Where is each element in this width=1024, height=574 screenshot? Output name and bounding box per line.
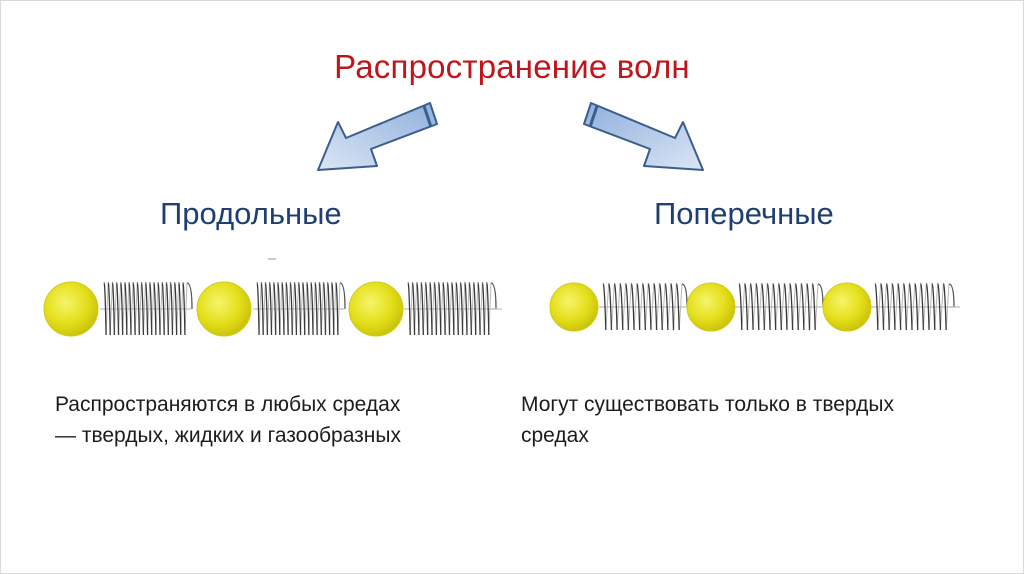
ball bbox=[686, 282, 736, 332]
spring-coil-back bbox=[780, 283, 785, 331]
spring-coil-back bbox=[900, 283, 904, 331]
spring-coil-back bbox=[752, 283, 757, 331]
spring-coil-back bbox=[945, 283, 950, 331]
desc-transverse: Могут существовать только в твердых сред… bbox=[521, 389, 991, 451]
desc-line: Распространяются в любых средах bbox=[55, 393, 401, 416]
spring bbox=[404, 282, 497, 336]
spring-coil-back bbox=[775, 283, 779, 331]
spring-coil-back bbox=[922, 283, 927, 331]
spring-coil-back bbox=[605, 283, 610, 331]
spring-end bbox=[490, 282, 497, 310]
spring-coil-back bbox=[673, 283, 677, 331]
spring-coil-back bbox=[610, 283, 615, 331]
spring-coil-back bbox=[888, 283, 893, 331]
spring-coil-back bbox=[809, 283, 813, 331]
spring-coil-back bbox=[797, 283, 802, 331]
spring-coil-back bbox=[911, 283, 916, 331]
spring-coil-back bbox=[650, 283, 655, 331]
spring-coil-back bbox=[633, 283, 638, 331]
spring-coil-back bbox=[917, 283, 922, 331]
desc-line: средах bbox=[521, 424, 589, 447]
spring-coil-back bbox=[639, 283, 643, 331]
spring-coil-back bbox=[814, 283, 819, 331]
spring-coil-back bbox=[746, 283, 751, 331]
spring-end bbox=[948, 283, 955, 308]
spring bbox=[871, 283, 955, 331]
spring bbox=[735, 283, 824, 331]
ball bbox=[822, 282, 872, 332]
slide-title: Распространение волн bbox=[334, 48, 690, 85]
heading-longitudinal: Продольные bbox=[160, 196, 342, 231]
spring-coil-back bbox=[877, 283, 882, 331]
spring-end bbox=[817, 283, 824, 308]
spring-coil-back bbox=[678, 283, 683, 331]
spring-coil-back bbox=[905, 283, 910, 331]
spring-coil-back bbox=[928, 283, 933, 331]
spring-coil-back bbox=[644, 283, 649, 331]
spring-ball-chains bbox=[43, 281, 960, 337]
spring-coil-back bbox=[627, 283, 632, 331]
spring-coil-back bbox=[763, 283, 768, 331]
spring-coil-back bbox=[656, 283, 660, 331]
desc-line: Могут существовать только в твердых bbox=[521, 393, 894, 416]
spring-coil-back bbox=[934, 283, 939, 331]
spring-coil-back bbox=[939, 283, 944, 331]
spring-coil-back bbox=[803, 283, 808, 331]
spring-coil-back bbox=[622, 283, 627, 331]
spring-coil-back bbox=[786, 283, 791, 331]
desc-longitudinal: Распространяются в любых средах — тверды… bbox=[55, 389, 515, 451]
spring-coil-back bbox=[667, 283, 672, 331]
spring-coil-back bbox=[883, 283, 887, 331]
spring bbox=[599, 283, 688, 331]
spring-coil-back bbox=[661, 283, 666, 331]
spring-coil-back bbox=[769, 283, 774, 331]
ball bbox=[43, 281, 99, 337]
spring-coil-back bbox=[616, 283, 621, 331]
spring bbox=[100, 282, 193, 336]
spring-end bbox=[339, 282, 346, 310]
arrow-left bbox=[317, 102, 438, 171]
heading-transverse: Поперечные bbox=[654, 196, 834, 231]
spring bbox=[253, 282, 346, 336]
spring-coil-back bbox=[741, 283, 746, 331]
desc-line: — твердых, жидких и газообразных bbox=[55, 424, 401, 447]
ball bbox=[549, 282, 599, 332]
spring-end bbox=[681, 283, 688, 308]
ball bbox=[196, 281, 252, 337]
spring-end bbox=[186, 282, 193, 310]
arrow-right bbox=[583, 102, 704, 171]
spring-coil-back bbox=[792, 283, 796, 331]
ball bbox=[348, 281, 404, 337]
spring-coil-back bbox=[758, 283, 763, 331]
spring-coil-back bbox=[894, 283, 899, 331]
